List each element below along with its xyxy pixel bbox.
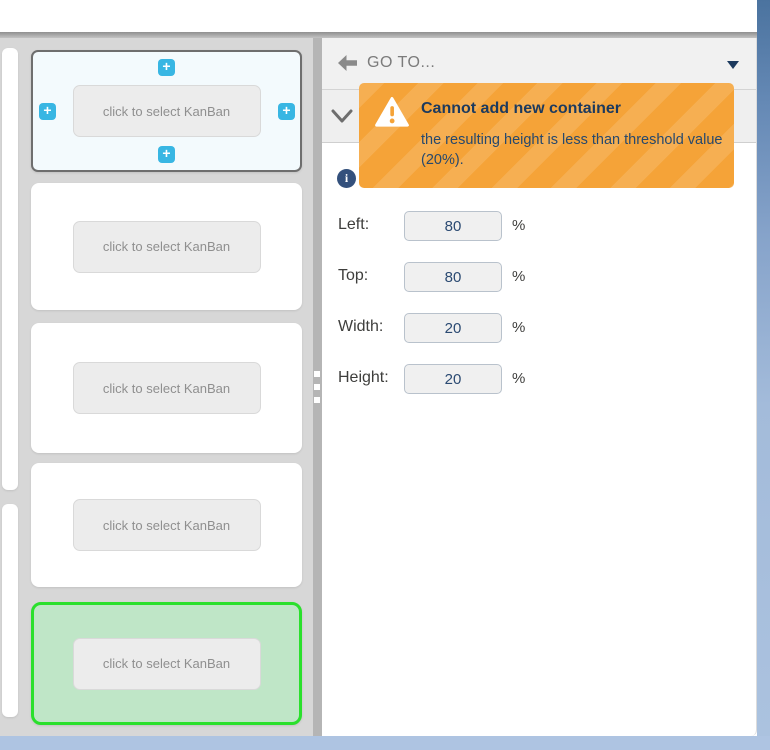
kanban-card[interactable]: click to select KanBan — [31, 463, 302, 587]
background-decoration-band — [757, 0, 770, 736]
warning-toast[interactable]: Cannot add new container the resulting h… — [359, 83, 734, 188]
narrow-container-card[interactable] — [2, 504, 18, 717]
go-to-title: GO TO... — [367, 54, 436, 71]
kanban-card[interactable]: click to select KanBan — [31, 323, 302, 453]
top-unit: % — [512, 268, 526, 285]
left-unit: % — [512, 217, 526, 234]
back-arrow-icon[interactable] — [337, 54, 358, 72]
select-kanban-button[interactable]: click to select KanBan — [72, 85, 261, 137]
background-bottom-strip — [0, 736, 770, 750]
width-input[interactable] — [404, 313, 502, 343]
height-label: Height: — [338, 369, 389, 386]
kanban-card-selected[interactable]: click to select KanBan — [31, 602, 302, 725]
drag-handle-icon — [314, 397, 320, 403]
panel-resize-divider[interactable] — [313, 38, 322, 736]
height-unit: % — [512, 370, 526, 387]
form-row-width: Width: % — [322, 313, 756, 343]
kanban-card[interactable]: click to select KanBan — [31, 183, 302, 310]
drag-handle-icon — [314, 384, 320, 390]
warning-triangle-icon — [375, 97, 409, 127]
select-kanban-button[interactable]: click to select KanBan — [72, 637, 261, 690]
kanban-card-focused[interactable]: + + + + click to select KanBan — [31, 50, 302, 172]
top-input[interactable] — [404, 262, 502, 292]
add-container-below-button[interactable]: + — [158, 146, 175, 163]
width-label: Width: — [338, 318, 384, 335]
narrow-container-card[interactable] — [2, 48, 18, 490]
workspace-top-border — [0, 32, 757, 38]
dropdown-caret-icon[interactable] — [727, 61, 739, 69]
add-container-right-button[interactable]: + — [278, 103, 295, 120]
height-input[interactable] — [404, 364, 502, 394]
select-kanban-button[interactable]: click to select KanBan — [72, 220, 261, 273]
form-row-height: Height: % — [322, 364, 756, 394]
form-row-top: Top: % — [322, 262, 756, 292]
add-container-above-button[interactable]: + — [158, 59, 175, 76]
chevron-down-icon[interactable] — [330, 107, 354, 127]
form-row-left: Left: % — [322, 211, 756, 241]
select-kanban-button[interactable]: click to select KanBan — [72, 362, 261, 414]
top-label: Top: — [338, 267, 369, 284]
left-input[interactable] — [404, 211, 502, 241]
info-icon: i — [337, 169, 356, 188]
drag-handle-icon — [314, 371, 320, 377]
toast-title: Cannot add new container — [421, 100, 622, 117]
add-container-left-button[interactable]: + — [39, 103, 56, 120]
toast-message: the resulting height is less than thresh… — [421, 132, 723, 168]
select-kanban-button[interactable]: click to select KanBan — [72, 499, 261, 551]
containers-panel: + + + + click to select KanBan click to … — [0, 38, 313, 736]
go-to-header: GO TO... — [322, 38, 756, 90]
width-unit: % — [512, 319, 526, 336]
left-label: Left: — [338, 216, 370, 233]
